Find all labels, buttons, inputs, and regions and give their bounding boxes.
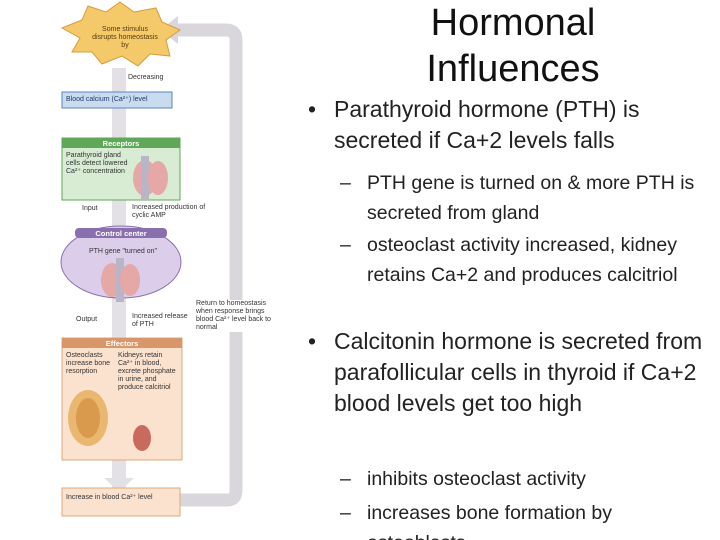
receptors-title: Receptors	[62, 139, 180, 148]
output-text: Increased release of PTH	[132, 313, 190, 329]
effector-osteoclasts-text: Osteoclasts increase bone resorption	[66, 352, 112, 376]
input-label: Input	[82, 205, 98, 213]
kidney-illustration	[133, 425, 151, 451]
effectors-title: Effectors	[62, 339, 182, 348]
subbullet-text: inhibits osteoclast activity	[340, 464, 712, 494]
decreasing-label: Decreasing	[128, 74, 163, 82]
subbullet-mark: –	[340, 168, 351, 198]
bone-illustration	[68, 390, 108, 446]
subbullet-bone-formation: – increases bone formation by osteoblast…	[340, 498, 712, 540]
return-loop-arrow	[175, 30, 236, 500]
subbullet-mark: –	[340, 230, 351, 260]
subbullet-text: increases bone formation by osteoblasts	[340, 498, 712, 540]
bullet-mark: •	[308, 94, 316, 125]
homeostasis-diagram: Some stimulus disrupts homeostasis by De…	[0, 0, 300, 540]
subbullet-pth-gene: – PTH gene is turned on & more PTH is se…	[340, 168, 712, 228]
subbullet-inhibits: – inhibits osteoclast activity	[340, 464, 712, 494]
bullet-mark: •	[308, 326, 316, 357]
bullet-pth: • Parathyroid hormone (PTH) is secreted …	[308, 94, 712, 156]
output-label: Output	[76, 316, 97, 324]
return-homeostasis-text: Return to homeostasis when response brin…	[196, 300, 280, 332]
control-center-text: PTH gene "turned on"	[78, 248, 168, 256]
control-center-title: Control center	[75, 229, 167, 238]
subbullet-text: osteoclast activity increased, kidney re…	[340, 230, 712, 290]
stimulus-label: Some stimulus disrupts homeostasis by	[90, 26, 160, 50]
receptors-text: Parathyroid gland cells detect lowered C…	[66, 152, 132, 176]
subbullet-mark: –	[340, 498, 351, 528]
effector-kidneys-text: Kidneys retain Ca²⁺ in blood, excrete ph…	[118, 352, 178, 392]
response-text: Increase in blood Ca²⁺ level	[66, 494, 176, 502]
subbullet-mark: –	[340, 464, 351, 494]
bullet-text: Calcitonin hormone is secreted from para…	[308, 326, 712, 419]
bullet-text: Parathyroid hormone (PTH) is secreted if…	[308, 94, 712, 156]
subbullet-text: PTH gene is turned on & more PTH is secr…	[340, 168, 712, 228]
input-text: Increased production of cyclic AMP	[132, 204, 212, 220]
response-box	[62, 488, 180, 516]
bullet-calcitonin: • Calcitonin hormone is secreted from pa…	[308, 326, 712, 419]
controlled-condition-label: Blood calcium (Ca²⁺) level	[66, 96, 170, 104]
subbullet-osteoclast: – osteoclast activity increased, kidney …	[340, 230, 712, 290]
slide-title: Hormonal Influences	[408, 0, 618, 92]
